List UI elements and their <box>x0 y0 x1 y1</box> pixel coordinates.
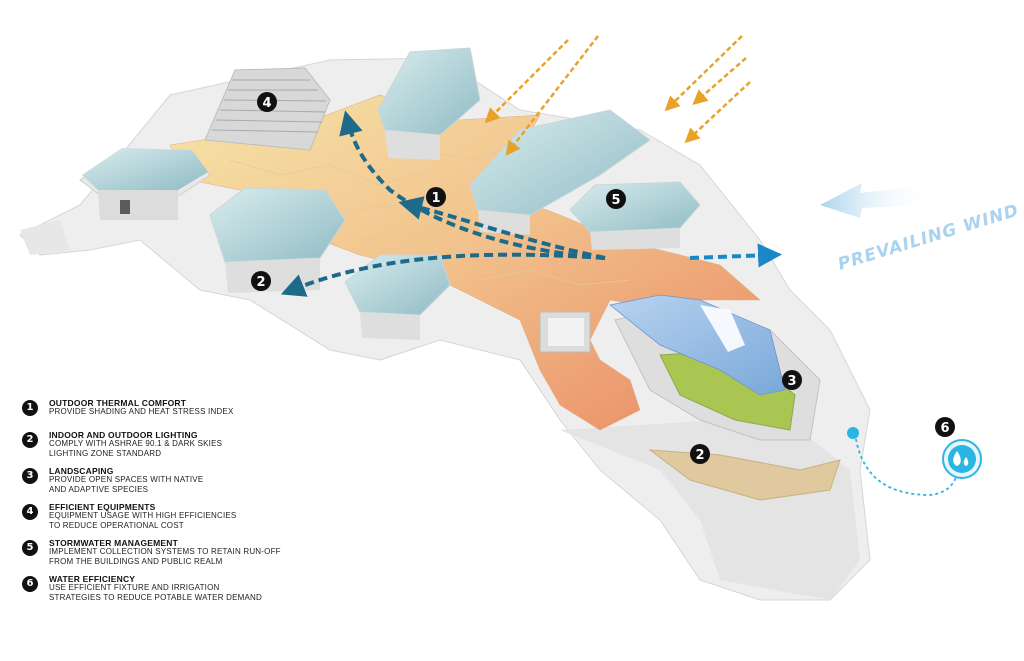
legend-item-lighting: 2 INDOOR AND OUTDOOR LIGHTING COMPLY WIT… <box>22 430 322 464</box>
legend-number: 6 <box>22 576 38 592</box>
prevailing-wind-arrow <box>820 183 932 218</box>
svg-text:2: 2 <box>256 275 265 290</box>
marker-4: 4 <box>257 92 277 112</box>
marker-3: 3 <box>782 370 802 390</box>
water-efficiency <box>847 427 982 496</box>
courtyard-boxes <box>539 311 591 353</box>
sun-rays <box>484 35 751 156</box>
marker-2-west: 2 <box>251 271 271 291</box>
svg-text:6: 6 <box>940 421 949 436</box>
legend-title: INDOOR AND OUTDOOR LIGHTING <box>49 430 198 440</box>
legend-number: 5 <box>22 540 38 556</box>
legend-description: USE EFFICIENT FIXTURE AND IRRIGATION STR… <box>49 583 262 602</box>
legend-description: PROVIDE SHADING AND HEAT STRESS INDEX <box>49 407 234 416</box>
pavilion-south <box>344 254 451 340</box>
pavilion-5 <box>569 181 701 250</box>
airflow-arrows <box>280 110 782 297</box>
water-drop-icon <box>948 445 976 473</box>
legend-title: STORMWATER MANAGEMENT <box>49 538 179 548</box>
legend-item-efficient-equipments: 4 EFFICIENT EQUIPMENTS EQUIPMENT USAGE W… <box>22 502 322 536</box>
legend-description: COMPLY WITH ASHRAE 90.1 & DARK SKIES LIG… <box>49 439 223 458</box>
legend-number: 1 <box>22 400 38 416</box>
marker-5: 5 <box>606 189 626 209</box>
legend-title: EFFICIENT EQUIPMENTS <box>49 502 156 512</box>
legend-title: OUTDOOR THERMAL COMFORT <box>49 398 187 408</box>
svg-text:4: 4 <box>262 96 271 111</box>
marker-2-east: 2 <box>690 444 710 464</box>
legend-title: WATER EFFICIENCY <box>49 574 136 584</box>
legend-number: 4 <box>22 504 38 520</box>
legend-number: 3 <box>22 468 38 484</box>
marker-1: 1 <box>426 187 446 207</box>
legend-item-landscaping: 3 LANDSCAPING PROVIDE OPEN SPACES WITH N… <box>22 466 322 500</box>
legend-item-stormwater: 5 STORMWATER MANAGEMENT IMPLEMENT COLLEC… <box>22 538 322 572</box>
legend-description: PROVIDE OPEN SPACES WITH NATIVE AND ADAP… <box>49 475 204 494</box>
svg-text:1: 1 <box>431 191 440 206</box>
marker-6: 6 <box>935 417 955 437</box>
legend-title: LANDSCAPING <box>49 466 114 476</box>
svg-text:2: 2 <box>695 448 704 463</box>
legend-item-outdoor-thermal-comfort: 1 OUTDOOR THERMAL COMFORT PROVIDE SHADIN… <box>22 398 322 428</box>
pavilion-north <box>377 47 481 160</box>
svg-text:5: 5 <box>611 193 620 208</box>
svg-text:3: 3 <box>787 374 796 389</box>
pavilion-left <box>79 148 211 220</box>
legend-item-water-efficiency: 6 WATER EFFICIENCY USE EFFICIENT FIXTURE… <box>22 574 322 608</box>
legend-description: IMPLEMENT COLLECTION SYSTEMS TO RETAIN R… <box>49 547 281 566</box>
legend-description: EQUIPMENT USAGE WITH HIGH EFFICIENCIES T… <box>49 511 237 530</box>
prevailing-wind-label: PREVAILING WIND <box>836 201 1022 275</box>
legend-number: 2 <box>22 432 38 448</box>
legend: 1 OUTDOOR THERMAL COMFORT PROVIDE SHADIN… <box>22 398 322 610</box>
